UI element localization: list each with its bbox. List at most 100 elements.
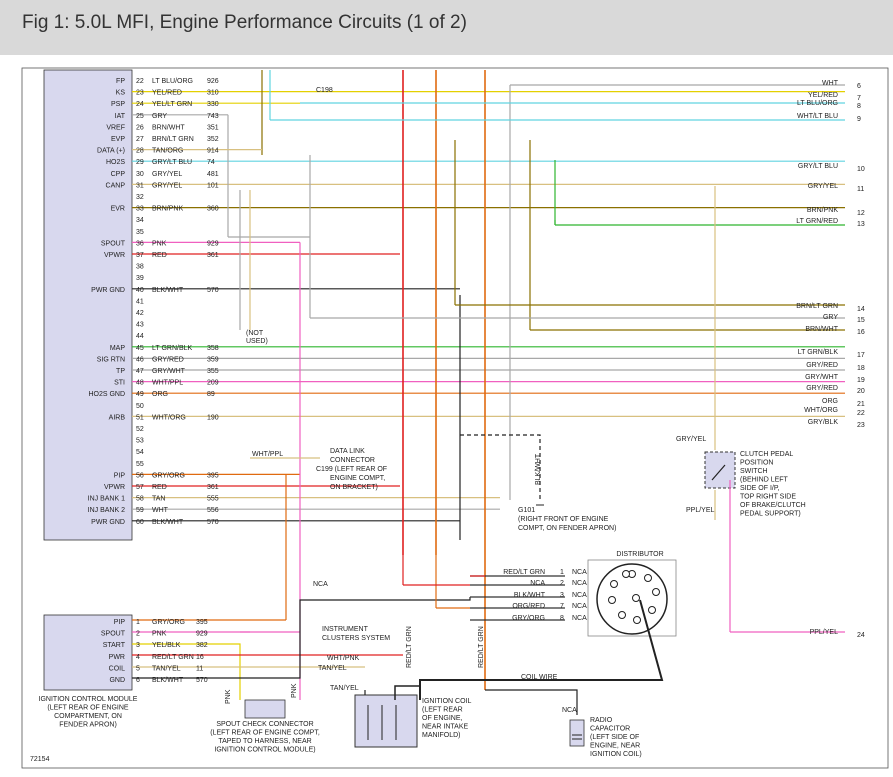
radio-capacitor-caption: IGNITION COIL) xyxy=(590,751,642,758)
switch xyxy=(711,464,726,481)
pcm-pin: 59 xyxy=(136,507,144,514)
distributor-terminal xyxy=(652,588,660,596)
red-lt-grn-label: RED/LT GRN xyxy=(478,626,485,668)
icm-pin-label: GND xyxy=(109,677,125,684)
distributor-nca: NCA xyxy=(572,580,587,587)
distributor-terminal xyxy=(610,580,618,588)
connector-wire-label: LT GRN/RED xyxy=(796,218,838,225)
distributor-title: DISTRIBUTOR xyxy=(616,551,663,558)
dlc-caption: DATA LINK xyxy=(330,448,365,455)
ignition-coil-caption: NEAR INTAKE xyxy=(422,724,468,731)
blk-wht-label: BLK/WHT xyxy=(535,453,542,485)
pcm-pin: 32 xyxy=(136,194,144,201)
distributor-pin: 8 xyxy=(560,615,564,622)
pcm-pin: 56 xyxy=(136,472,144,479)
connector-pin: 12 xyxy=(857,210,865,217)
pcm-label: TP xyxy=(116,368,125,375)
icm-circuit-number: 16 xyxy=(196,654,204,661)
radio-capacitor-box xyxy=(569,719,585,747)
radio-capacitor-caption: CAPACITOR xyxy=(590,726,630,733)
pcm-label: STI xyxy=(114,380,125,387)
icm-pin-label: START xyxy=(103,642,126,649)
distributor-nca: NCA xyxy=(572,592,587,599)
pcm-label: EVR xyxy=(111,206,125,213)
pcm-wire-label: RED xyxy=(152,484,167,491)
distributor-wire-label: GRY/ORG xyxy=(512,615,545,622)
pcm-label: VPWR xyxy=(104,484,125,491)
distributor-wire-label: NCA xyxy=(530,580,545,587)
pcm-circuit-number: 570 xyxy=(207,287,219,294)
pcm-wire-label: PNK xyxy=(152,240,167,247)
pcm-wire-label: GRY/WHT xyxy=(152,368,186,375)
ground-wire xyxy=(460,434,541,500)
pcm-pin: 45 xyxy=(136,345,144,352)
diagram-frame xyxy=(21,67,889,769)
pcm-label: EVP xyxy=(111,136,125,143)
icm-pin: 2 xyxy=(136,631,140,638)
pcm-wire-label: LT BLU/ORG xyxy=(152,78,193,85)
connector-pin: 14 xyxy=(857,306,865,313)
distributor-pin: 3 xyxy=(560,592,564,599)
pcm-pin: 60 xyxy=(136,519,144,526)
connector-pin: 13 xyxy=(857,221,865,228)
pcm-pin: 47 xyxy=(136,368,144,375)
pcm-pin: 38 xyxy=(136,264,144,271)
pcm-circuit-number: 395 xyxy=(207,472,219,479)
pcm-pin: 23 xyxy=(136,90,144,97)
spout-check-connector xyxy=(244,699,286,719)
pcm-circuit-number: 330 xyxy=(207,101,219,108)
pcm-wire-label: GRY/ORG xyxy=(152,472,185,479)
coil-wire xyxy=(419,599,664,700)
pcm-pin: 40 xyxy=(136,287,144,294)
pcm-label: HO2S GND xyxy=(88,391,125,398)
red-lt-grn-label: RED/LT GRN xyxy=(406,626,413,668)
pcm-pin: 55 xyxy=(136,461,144,468)
pcm-wire-label: BLK/WHT xyxy=(152,519,184,526)
ignition-coil-caption: MANIFOLD) xyxy=(422,732,461,739)
pcm-wire-label: LT GRN/BLK xyxy=(152,345,193,352)
distributor-pin: 7 xyxy=(560,603,564,610)
pcm-wire-label: BRN/PNK xyxy=(152,206,183,213)
pcm-wire-label: GRY/LT BLU xyxy=(152,159,192,166)
connector-wire-label: GRY xyxy=(823,314,838,321)
pcm-circuit-number: 352 xyxy=(207,136,219,143)
nca-label: NCA xyxy=(562,707,577,714)
pcm-pin: 58 xyxy=(136,496,144,503)
pcm-pin: 57 xyxy=(136,484,144,491)
distributor-wire-label: ORG/RED xyxy=(512,603,545,610)
pcm-wire-label: WHT/ORG xyxy=(152,414,186,421)
wire xyxy=(394,685,420,700)
pcm-label: VREF xyxy=(106,124,125,131)
pcm-label: FP xyxy=(116,78,125,85)
pcm-wire-label: BRN/WHT xyxy=(152,124,185,131)
pcm-wire-label: GRY/YEL xyxy=(152,171,182,178)
pcm-pin: 33 xyxy=(136,206,144,213)
pcm-wire-label: TAN xyxy=(152,496,165,503)
connector-wire-label: BRN/WHT xyxy=(805,326,838,333)
pcm-circuit-number: 209 xyxy=(207,380,219,387)
dlc-caption: ON BRACKET) xyxy=(330,484,378,491)
pcm-label: SPOUT xyxy=(101,240,126,247)
pcm-pin: 36 xyxy=(136,240,144,247)
wire xyxy=(485,689,578,715)
icm-wire-label: YEL/BLK xyxy=(152,642,181,649)
connector-wire-label: YEL/RED xyxy=(808,92,838,99)
pcm-pin: 25 xyxy=(136,113,144,120)
icm-caption: COMPARTMENT, ON xyxy=(54,713,122,720)
pcm-label: VPWR xyxy=(104,252,125,259)
icm-pin: 1 xyxy=(136,619,140,626)
pcm-pin: 53 xyxy=(136,438,144,445)
pcm-wire-label: BLK/WHT xyxy=(152,287,184,294)
connector-pin: 18 xyxy=(857,365,865,372)
icm-circuit-number: 570 xyxy=(196,677,208,684)
icm-wire-label: BLK/WHT xyxy=(152,677,184,684)
pcm-label: AIRB xyxy=(109,414,126,421)
tan-yel-label: TAN/YEL xyxy=(330,685,359,692)
pcm-circuit-number: 74 xyxy=(207,159,215,166)
connector-wire-label: BRN/PNK xyxy=(807,207,838,214)
connector-pin: 19 xyxy=(857,377,865,384)
connector-wire-label: GRY/BLK xyxy=(808,419,839,426)
distributor-terminal xyxy=(618,611,626,619)
pcm-circuit-number: 555 xyxy=(207,496,219,503)
